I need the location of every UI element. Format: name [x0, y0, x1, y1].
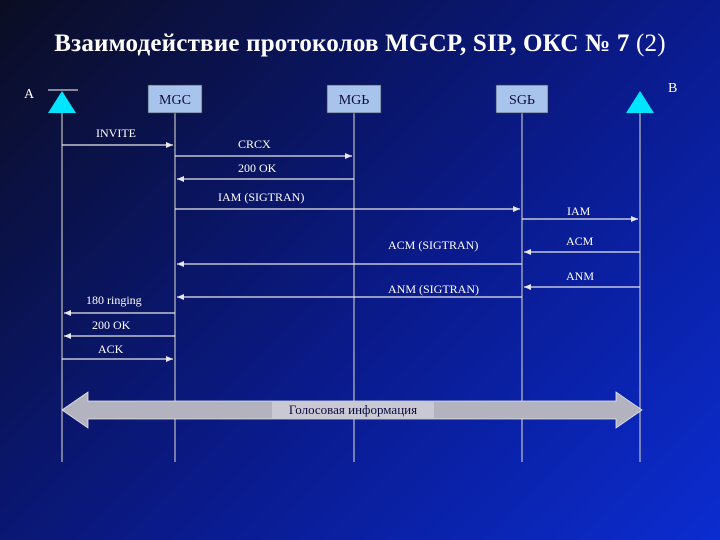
title-suffix: (2) — [636, 30, 666, 57]
msg-acm-sigtran-label: ACM (SIGTRAN) — [388, 238, 478, 252]
mgc-label: MGC — [159, 93, 191, 108]
endpoint-a-triangle — [48, 91, 76, 113]
msg-ack-label: ACK — [98, 342, 124, 356]
sgw-box — [495, 84, 549, 114]
title-text: Взаимодействие протоколов MGCP, SIP, ОКС… — [54, 30, 630, 57]
mgc-box — [147, 84, 203, 114]
endpoint-a-label: A — [24, 87, 35, 102]
msg-200ok-mgw-label: 200 OK — [238, 161, 277, 175]
endpoint-b-label: B — [668, 81, 677, 96]
mgw-box — [326, 84, 382, 114]
endpoint-b-triangle — [626, 91, 654, 113]
msg-anm-label: ANM — [566, 269, 594, 283]
msg-crcx-label: CRCX — [238, 137, 271, 151]
msg-acm-label: ACM — [566, 234, 594, 248]
mgw-label: MGЬ — [339, 93, 370, 108]
msg-200ok-a-label: 200 OK — [92, 318, 131, 332]
slide-title: Взаимодействие протоколов MGCP, SIP, ОКС… — [0, 30, 720, 58]
voice-label-box — [272, 401, 434, 419]
voice-label: Голосовая информация — [289, 402, 417, 417]
msg-ringing-label: 180 ringing — [86, 293, 142, 307]
msg-iam-sigtran-label: IAM (SIGTRAN) — [218, 190, 304, 204]
msg-iam-label: IAM — [567, 204, 591, 218]
sgw-label: SGЬ — [509, 93, 535, 108]
msg-anm-sigtran-label: ANM (SIGTRAN) — [388, 282, 479, 296]
msg-invite-label: INVITE — [96, 126, 136, 140]
